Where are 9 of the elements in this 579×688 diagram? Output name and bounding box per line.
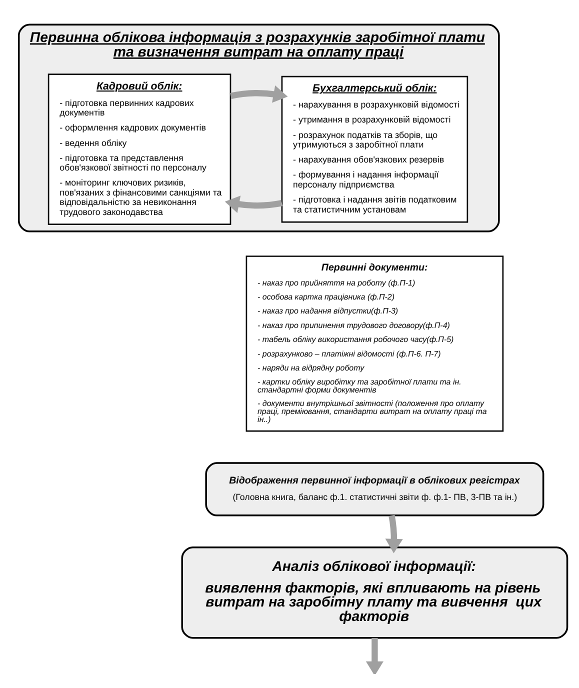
node-box: Первинні документи: - наказ про прийняття на роботу (ф.П-1) - особова картка працівника (ф.П-2) - наказ про надання відпустки(ф.П-3) - наказ про припинення трудового договору(ф.П-4) - табель обліку використання робочого часу(ф.П-5) - розрахунково – платіжні відомості (ф.П-6. П-7) - наряди на відрядну роботу - картки обліку виробітку та заробітної плати та ін. стандартні форми документів - документи внутрішньої звітності (положення про оплату праці, преміювання, стандарти витрат на оплату праці та ін..) xyxy=(246,256,504,432)
arrow xyxy=(385,514,403,554)
node-box: Аналіз облікової інформації: виявлення факторів, які впливають на рівень витрат на заробітну плату та вивчення цих факторів xyxy=(181,546,568,639)
arrow xyxy=(366,638,384,674)
node-box: Кадровий облік: - підготовка первинних кадрових документів - оформлення кадрових документів - ведення обліку - підготовка та представлення обов'язкової звітності по персоналу - моніторинг ключових ризиків, пов'язаних з фінансовими санкціями та відповідальністю за невиконання трудового законодавства xyxy=(48,74,232,225)
node-box: Відображення первинної інформації в облікових регістрах (Головна книга, баланс ф.1. статистичні звіти ф. ф.1- ПВ, 3-ПВ та ін.) xyxy=(205,462,544,516)
arrow xyxy=(230,85,288,103)
node-box: Бухгалтерський облік: - нарахування в розрахунковій відомості - утримання в розрахунковій відомості - розрахунок податків та зборів, що утримуються з заробітної плати - нарахування обов'язкових резервів - формування і надання інформації персоналу підприємства - підготовка і надання звітів податковим та статистичним установам xyxy=(281,76,468,223)
arrow xyxy=(224,196,282,213)
